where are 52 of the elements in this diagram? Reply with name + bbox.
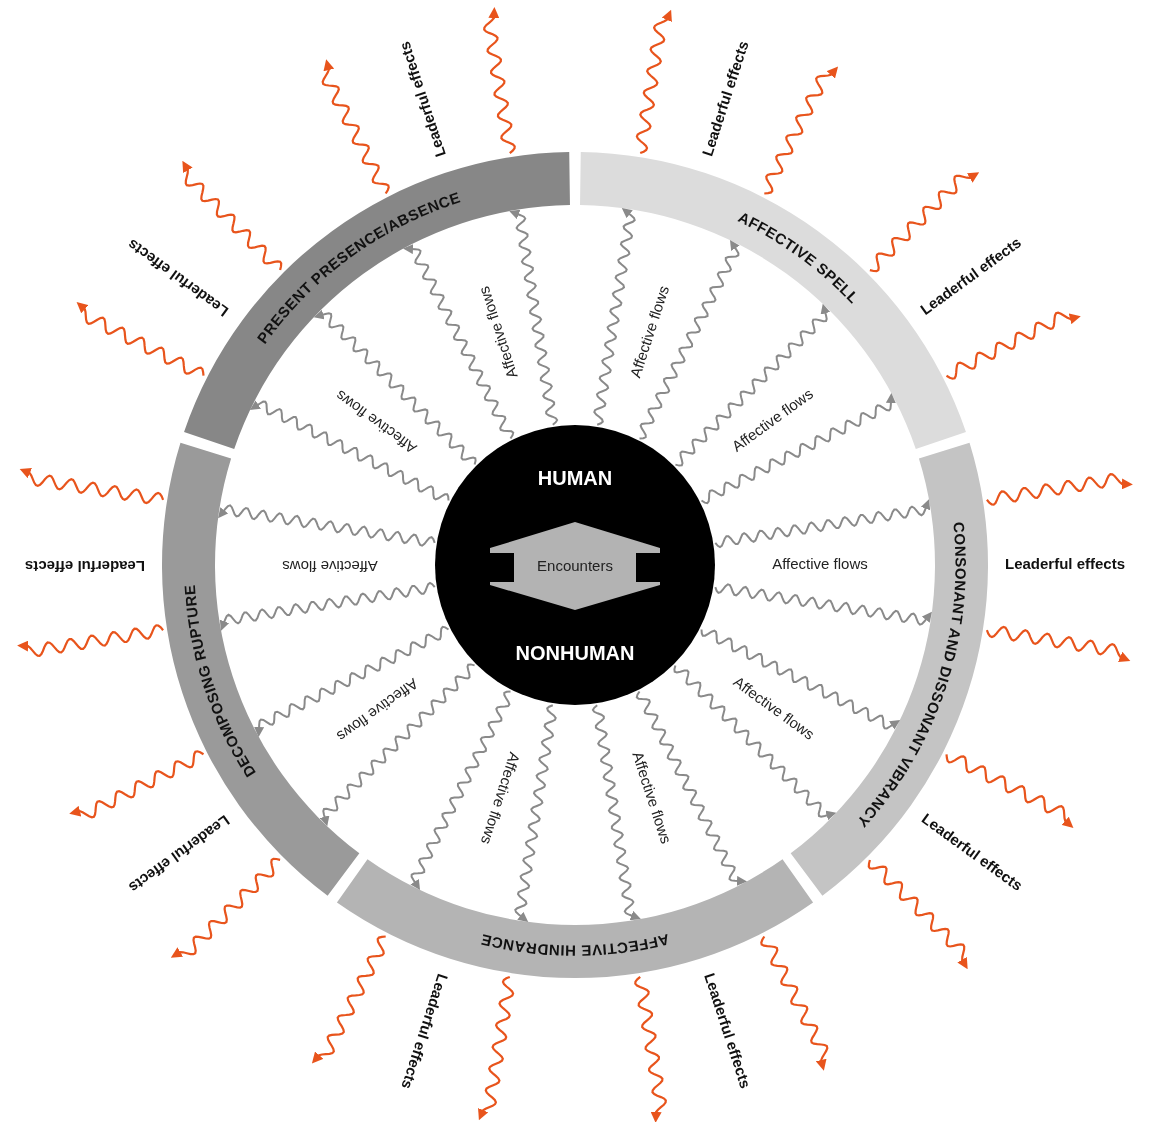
wavy-arrow [764,66,839,195]
wavy-arrow [311,935,386,1064]
effect-label: Leaderful effects [25,558,145,576]
wavy-arrow [478,975,515,1121]
wavy-arrow [869,172,980,273]
wavy-arrow [76,301,205,376]
wavy-arrow [635,9,672,155]
wavy-arrow [254,625,450,737]
segment-label: AFFECTIVE HINDRANCE [479,931,671,960]
wavy-arrow [714,499,931,549]
wavy-arrow [321,59,390,195]
wavy-arrow [867,859,968,970]
wavy-arrow [170,857,281,958]
flow-label: Affective flows [475,284,521,381]
encounter-hexagon [490,522,660,610]
wavy-arrow [945,311,1081,380]
node-label: Encounters [537,557,613,574]
wavy-arrow [673,664,837,821]
wavy-arrow [700,628,901,730]
wavy-arrow [638,239,740,440]
node-label: NONHUMAN [515,642,635,664]
wavy-arrow [69,750,205,819]
wavy-arrow [674,303,831,467]
wavy-arrow [19,468,165,505]
node-label: HUMAN [537,467,613,489]
wavy-arrow [700,393,896,505]
wavy-arrow [319,663,476,827]
wavy-arrow [591,704,641,921]
wavy-arrow [403,244,515,440]
flow-label: Affective flows [772,554,868,572]
center-circle [435,425,715,705]
wavy-arrow [182,160,283,271]
wavy-arrow [945,754,1074,829]
wavy-arrow [17,624,164,657]
wavy-arrow [760,935,829,1071]
flow-label: Affective flows [282,558,378,576]
wavy-arrow [249,400,450,502]
wavy-arrow [483,7,516,154]
wavy-arrow [219,581,436,631]
wavy-arrow [714,583,932,626]
wavy-arrow [986,473,1133,506]
wavy-arrow [509,209,559,426]
flow-label: Affective flows [629,749,675,846]
wavy-arrow [514,704,557,922]
wavy-arrow [410,690,512,891]
wavy-arrow [218,504,436,547]
wavy-arrow [313,309,477,466]
wavy-arrow [985,625,1131,662]
wavy-arrow [634,976,667,1122]
effect-label: Leaderful effects [1005,554,1125,572]
wavy-arrow [635,690,747,886]
wavy-arrow [593,208,636,426]
